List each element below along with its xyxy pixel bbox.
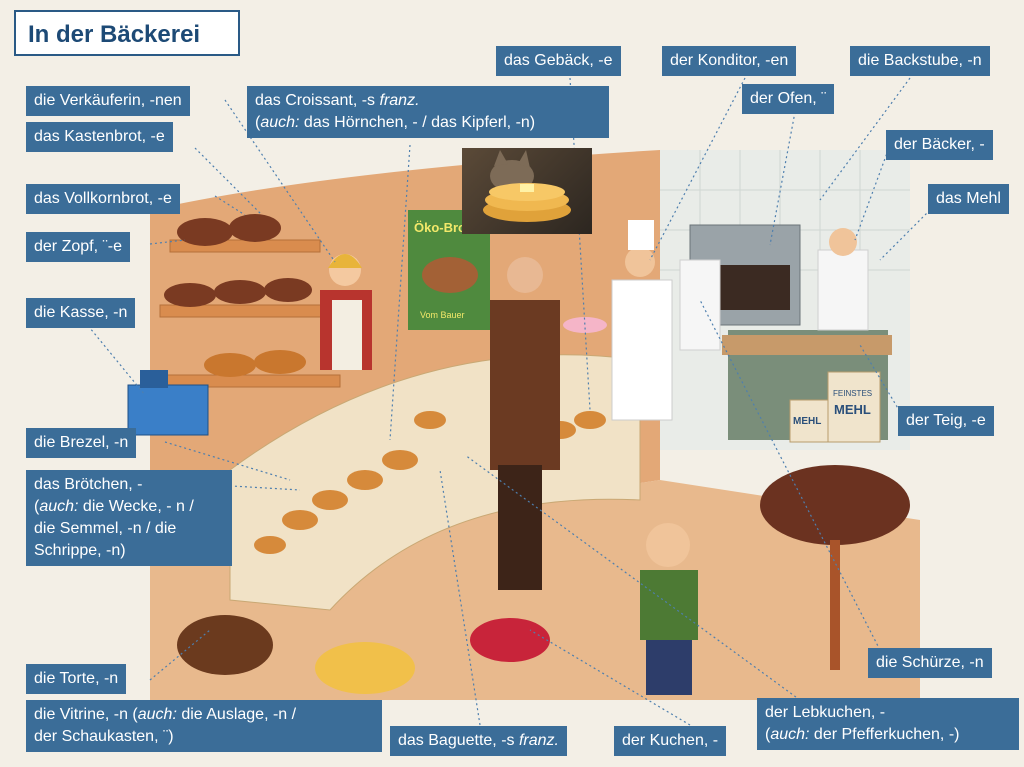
label-text: das Mehl <box>936 190 1001 207</box>
workbench-top <box>722 335 892 355</box>
page-title: In der Bäckerei <box>14 10 240 56</box>
vitrine-line-2: der Schaukasten, ¨) <box>34 728 174 745</box>
label-ofen: der Ofen, ¨ <box>742 84 835 114</box>
label-text: das Hörnchen, - / das Kipferl, -n) <box>299 114 536 131</box>
flour-sack-small <box>789 399 829 443</box>
strawberry-cake <box>470 618 550 662</box>
label-text: der Pfefferkuchen, -) <box>809 726 960 743</box>
label-text: der Ofen, ¨ <box>750 90 827 107</box>
label-franz: franz. <box>379 92 420 109</box>
label-text: die Schürze, -n <box>876 654 984 671</box>
label-gebaeck: das Gebäck, -e <box>496 46 621 76</box>
label-zopf: der Zopf, ¨-e <box>26 232 131 262</box>
customer-head <box>507 257 543 293</box>
label-torte: die Torte, -n <box>26 664 127 694</box>
baker-1 <box>679 259 721 351</box>
cash-register-screen <box>140 370 168 388</box>
label-auch: auch: <box>260 114 300 131</box>
broetchen-line-2: (auch: die Wecke, - n / <box>34 498 194 515</box>
label-text: das Gebäck, -e <box>504 52 613 69</box>
vitrine-line-1: die Vitrine, -n (auch: die Auslage, -n / <box>34 704 374 726</box>
confectioner-body <box>611 279 673 421</box>
label-kuchen: der Kuchen, - <box>614 726 727 756</box>
broetchen-line-3: die Semmel, -n / die <box>34 520 177 537</box>
flour-sack-big <box>827 371 881 443</box>
round-table-leg <box>830 540 840 670</box>
confectioner-head <box>625 247 655 277</box>
label-text: der Zopf, ¨-e <box>34 238 123 255</box>
boy-legs <box>646 640 692 695</box>
label-schuerze: die Schürze, -n <box>868 648 992 678</box>
poster-subtitle: Vom Bauer <box>420 310 465 320</box>
flour-sack-small-text: MEHL <box>793 416 821 427</box>
broetchen-line-4: Schrippe, -n) <box>34 542 126 559</box>
label-broetchen: das Brötchen, - (auch: die Wecke, - n / … <box>26 470 232 566</box>
croissant-line-2: (auch: das Hörnchen, - / das Kipferl, -n… <box>255 114 536 131</box>
cat-pancake-image <box>483 150 571 222</box>
label-text: das Baguette, -s <box>398 732 515 749</box>
label-auch: auch: <box>137 706 177 723</box>
label-auch: auch: <box>770 726 810 743</box>
boy-body <box>640 570 698 640</box>
label-text: die Brezel, -n <box>34 434 129 451</box>
customer-body <box>490 300 560 470</box>
round-table <box>760 465 910 545</box>
saleswoman-apron <box>332 300 362 370</box>
display-pastries <box>254 411 606 554</box>
boy-head <box>646 523 690 567</box>
flour-sack-big-text-2: MEHL <box>834 402 871 417</box>
label-backstube: die Backstube, -n <box>850 46 990 76</box>
flour-sack-big-text-1: FEINSTES <box>833 389 872 398</box>
bread-loaves <box>164 214 312 377</box>
baker-2-head <box>829 228 857 256</box>
label-mehl: das Mehl <box>928 184 1009 214</box>
poster-title: Öko-Bro <box>414 220 466 235</box>
label-vollkornbrot: das Vollkornbrot, -e <box>26 184 180 214</box>
label-text: der Konditor, -en <box>670 52 789 69</box>
label-text: die Torte, -n <box>34 670 119 687</box>
label-lebkuchen: der Lebkuchen, - (auch: der Pfefferkuche… <box>757 698 1019 750</box>
label-text: das Croissant, -s <box>255 92 376 109</box>
croissant-line-1: das Croissant, -s franz. <box>255 90 601 112</box>
torte-cake <box>177 615 273 675</box>
label-text: der Bäcker, - <box>894 136 985 153</box>
label-brezel: die Brezel, -n <box>26 428 137 458</box>
confectioner-hat <box>628 220 654 250</box>
baker-2 <box>817 249 869 331</box>
cake-plate <box>563 317 607 333</box>
label-text: der Teig, -e <box>906 412 986 429</box>
lebkuchen-line-2: (auch: der Pfefferkuchen, -) <box>765 726 960 743</box>
label-text: die Backstube, -n <box>858 52 982 69</box>
customer-legs <box>498 465 542 590</box>
label-text: der Kuchen, - <box>622 732 719 749</box>
label-franz: franz. <box>518 732 559 749</box>
label-text: das Kastenbrot, -e <box>34 128 165 145</box>
cash-register <box>127 384 209 436</box>
label-croissant: das Croissant, -s franz. (auch: das Hörn… <box>247 86 609 138</box>
poster-bread <box>422 257 478 293</box>
tart-yellow <box>315 642 415 694</box>
label-text: die Kasse, -n <box>34 304 128 321</box>
label-baecker: der Bäcker, - <box>886 130 993 160</box>
label-kastenbrot: das Kastenbrot, -e <box>26 122 173 152</box>
label-text: die Vitrine, -n ( <box>34 706 138 723</box>
label-verkaeuferin: die Verkäuferin, -nen <box>26 86 190 116</box>
label-text: die Wecke, - n / <box>78 498 194 515</box>
label-baguette: das Baguette, -s franz. <box>390 726 567 756</box>
label-text: das Vollkornbrot, -e <box>34 190 172 207</box>
label-konditor: der Konditor, -en <box>662 46 797 76</box>
label-text: die Verkäuferin, -nen <box>34 92 182 109</box>
saleswoman-hair <box>328 254 362 268</box>
broetchen-line-1: das Brötchen, - <box>34 476 143 493</box>
cat-pancake-photo <box>462 148 592 234</box>
label-vitrine: die Vitrine, -n (auch: die Auslage, -n /… <box>26 700 382 752</box>
lebkuchen-line-1: der Lebkuchen, - <box>765 704 886 721</box>
label-teig: der Teig, -e <box>898 406 994 436</box>
label-auch: auch: <box>39 498 79 515</box>
label-kasse: die Kasse, -n <box>26 298 136 328</box>
label-text: die Auslage, -n / <box>176 706 297 723</box>
